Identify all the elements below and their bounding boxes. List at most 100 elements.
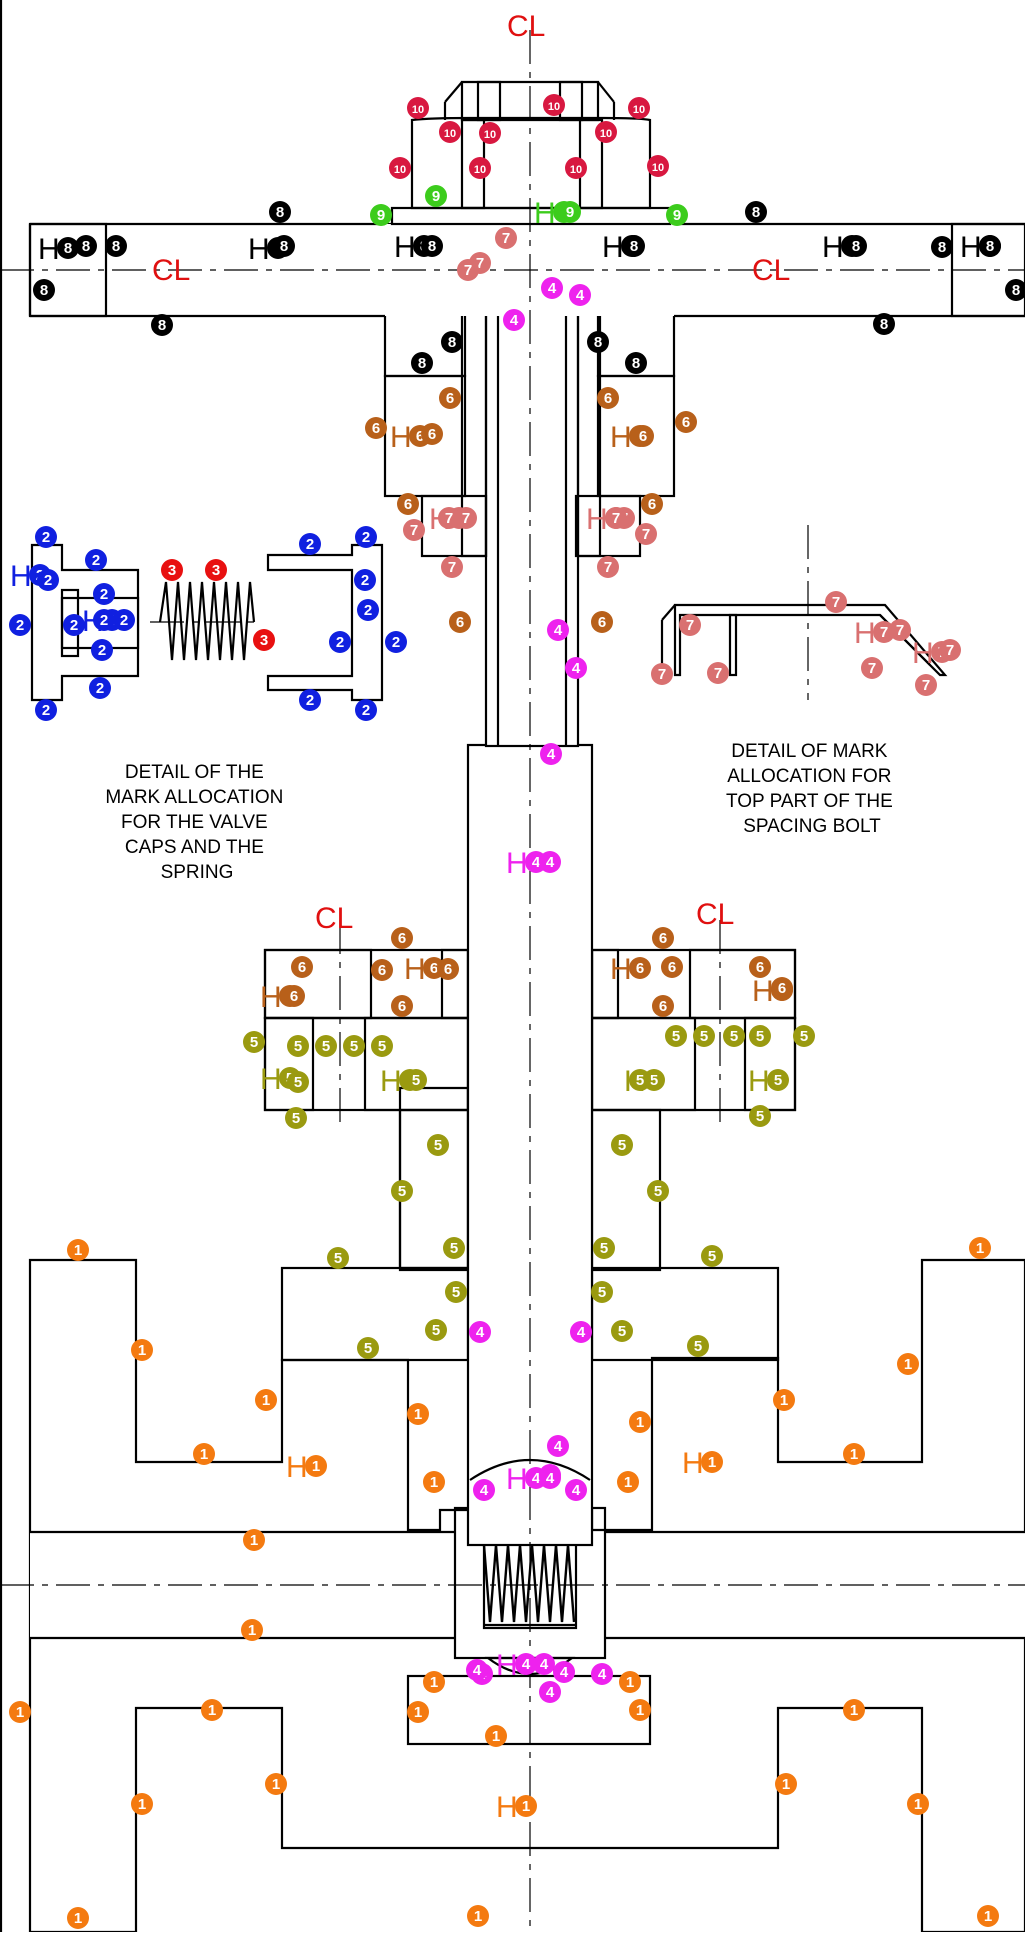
mark-badge [161,559,183,581]
mark-badge [939,639,961,661]
mark-6: 6 [771,977,793,999]
mark-badge [565,657,587,679]
mark-4: 4 [569,284,591,306]
hold-symbol: H [506,847,528,880]
mark-badge [449,611,471,633]
mark-6: 6 [291,956,313,978]
mark-number: 2 [98,642,106,659]
mark-badge [93,583,115,605]
mark-2: 2 [354,569,376,591]
mark-number: 2 [16,617,24,634]
mark-10: 10 [469,157,491,179]
mark-number: 5 [598,1284,606,1301]
mark-badge [287,1071,309,1093]
mark-number: 1 [850,1446,858,1463]
mark-number: 1 [984,1908,992,1925]
hold-symbol: H [506,1463,528,1496]
mark-badge [85,549,107,571]
mark-number: 4 [546,1684,555,1701]
mark-badge [665,1025,687,1047]
mark-badge [441,331,463,353]
mark-number: 3 [260,632,268,649]
mark-number: 4 [510,312,519,329]
mark-badge [425,185,447,207]
mark-1: 1 [265,1773,287,1795]
mark-number: 4 [560,1664,569,1681]
hold-symbol: H [854,617,876,650]
note-spacing-bolt: DETAIL OF MARK ALLOCATION FOR TOP PART O… [726,741,898,837]
mark-5: 5 [287,1035,309,1057]
mark-number: 2 [44,572,52,589]
mark-7: 7 [651,663,673,685]
mark-number: 5 [694,1338,702,1355]
mark-5: 5 [611,1134,633,1156]
mark-1: 1 [131,1339,153,1361]
mark-number: 1 [250,1532,258,1549]
mark-badge [547,1435,569,1457]
mark-badge [539,851,561,873]
mark-6: 6 [661,956,683,978]
mark-number: 6 [659,930,667,947]
mark-number: 10 [412,104,424,116]
mark-number: 10 [548,101,560,113]
mark-badge [370,204,392,226]
mark-badge [687,1335,709,1357]
mark-6: 6 [652,927,674,949]
mark-number: 1 [850,1702,858,1719]
mark-badge [405,1069,427,1091]
mark-10: 10 [479,122,501,144]
mark-number: 8 [428,238,436,255]
mark-number: 5 [618,1323,626,1340]
mark-badge [427,1134,449,1156]
hold-number: 4 [532,854,541,871]
mark-8: 8 [931,236,953,258]
mark-1: 1 [773,1389,795,1411]
mark-number: 5 [294,1074,302,1091]
mark-7: 7 [861,657,883,679]
mark-badge [597,556,619,578]
mark-badge [495,227,517,249]
hold-symbol: H [534,197,556,230]
mark-2: 2 [299,689,321,711]
mark-number: 7 [832,594,840,611]
mark-number: 5 [364,1340,372,1357]
mark-2: 2 [113,609,135,631]
mark-8: 8 [269,201,291,223]
mark-6: 6 [632,425,654,447]
mark-2: 2 [89,677,111,699]
mark-2: 2 [63,614,85,636]
mark-1: 1 [617,1471,639,1493]
mark-number: 2 [306,536,314,553]
mark-badge [455,507,477,529]
mark-badge [565,157,587,179]
mark-number: 2 [70,617,78,634]
mark-7: 7 [438,507,460,529]
mark-badge [63,614,85,636]
mark-badge [825,591,847,613]
mark-badge [425,1319,447,1341]
mark-number: 6 [778,980,786,997]
mark-5: 5 [629,1069,651,1091]
mark-badge [775,1773,797,1795]
mark-5: 5 [443,1237,465,1259]
mark-badge [67,1907,89,1929]
mark-badge [591,1281,613,1303]
mark-5: 5 [285,1107,307,1129]
mark-6: 6 [591,611,613,633]
mark-4: 4 [570,1321,592,1343]
mark-number: 5 [412,1072,420,1089]
mark-2: 2 [385,631,407,653]
mark-number: 8 [82,238,90,255]
mark-badge [389,157,411,179]
mark-badge [397,493,419,515]
hold-symbol: H [10,560,32,593]
mark-number: 5 [672,1028,680,1045]
mark-badge [628,97,650,119]
mark-badge [407,97,429,119]
mark-10: 10 [647,155,669,177]
mark-badge [255,1389,277,1411]
